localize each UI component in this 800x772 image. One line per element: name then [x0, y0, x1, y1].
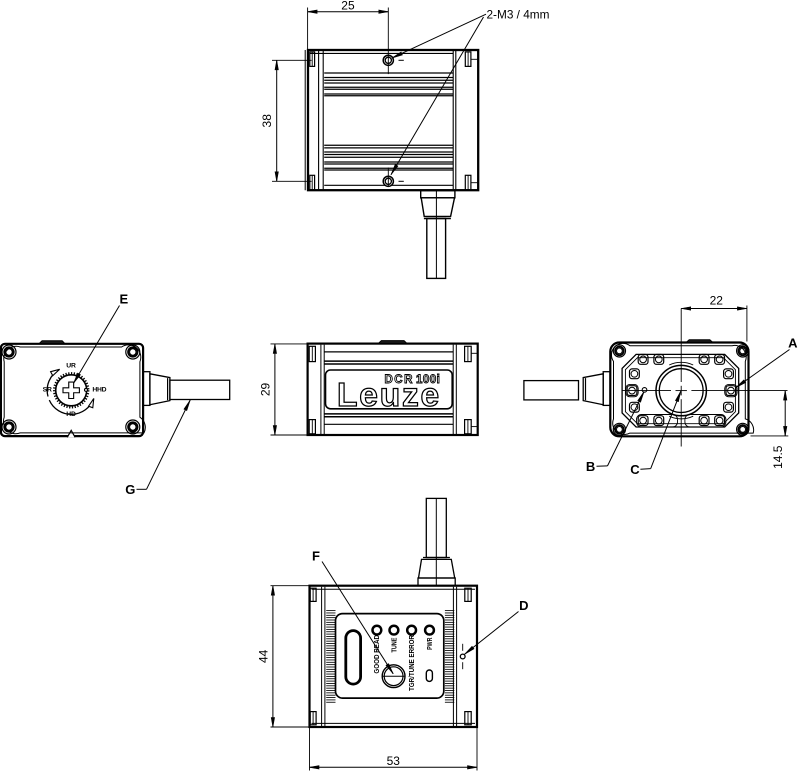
svg-text:D: D — [519, 598, 528, 613]
svg-text:53: 53 — [387, 754, 401, 768]
svg-text:38: 38 — [260, 114, 274, 128]
svg-text:14.5: 14.5 — [771, 445, 785, 469]
svg-text:44: 44 — [256, 649, 270, 663]
svg-text:TUNE: TUNE — [390, 637, 399, 652]
svg-text:GOOD READ: GOOD READ — [372, 635, 381, 674]
svg-text:100i: 100i — [416, 374, 440, 386]
svg-text:DCR: DCR — [385, 374, 414, 386]
svg-text:C: C — [630, 462, 640, 477]
svg-text:2-M3 / 4mm: 2-M3 / 4mm — [487, 8, 550, 22]
svg-text:A: A — [788, 336, 798, 351]
svg-text:Leuze: Leuze — [337, 377, 441, 414]
svg-text:22: 22 — [710, 293, 724, 307]
svg-text:UR: UR — [66, 363, 76, 370]
svg-text:G: G — [125, 482, 135, 497]
svg-text:29: 29 — [258, 382, 272, 396]
svg-text:PWR: PWR — [425, 637, 434, 650]
svg-text:SR: SR — [43, 386, 52, 393]
svg-text:HD: HD — [66, 411, 76, 418]
svg-text:E: E — [119, 292, 128, 307]
svg-text:HHD: HHD — [92, 386, 106, 393]
svg-text:B: B — [586, 459, 595, 474]
svg-text:TGR/TUNE ERROR: TGR/TUNE ERROR — [407, 634, 416, 691]
svg-text:F: F — [312, 548, 320, 563]
svg-text:25: 25 — [341, 0, 355, 13]
